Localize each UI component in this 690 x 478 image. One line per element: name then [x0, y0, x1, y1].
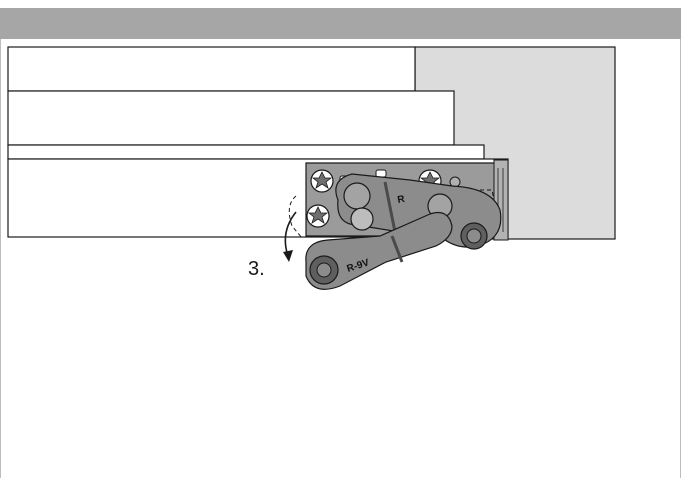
screw-lower-left — [306, 204, 330, 228]
top-panel — [7, 46, 416, 92]
header-bar — [0, 8, 681, 39]
rotation-arrow — [283, 211, 297, 262]
frame-right-border — [680, 39, 681, 478]
upper-arm-label: R — [397, 194, 407, 206]
thin-panel — [7, 144, 485, 160]
hinge-arm-upper: R — [335, 173, 502, 250]
hinge-arm-lower: R-9V — [305, 211, 453, 290]
frame-left-border — [0, 39, 1, 478]
plate-slot-right — [375, 169, 387, 178]
step-number-label: 3. — [248, 258, 265, 280]
screw-top-left — [310, 169, 334, 193]
middle-panel — [7, 90, 455, 146]
